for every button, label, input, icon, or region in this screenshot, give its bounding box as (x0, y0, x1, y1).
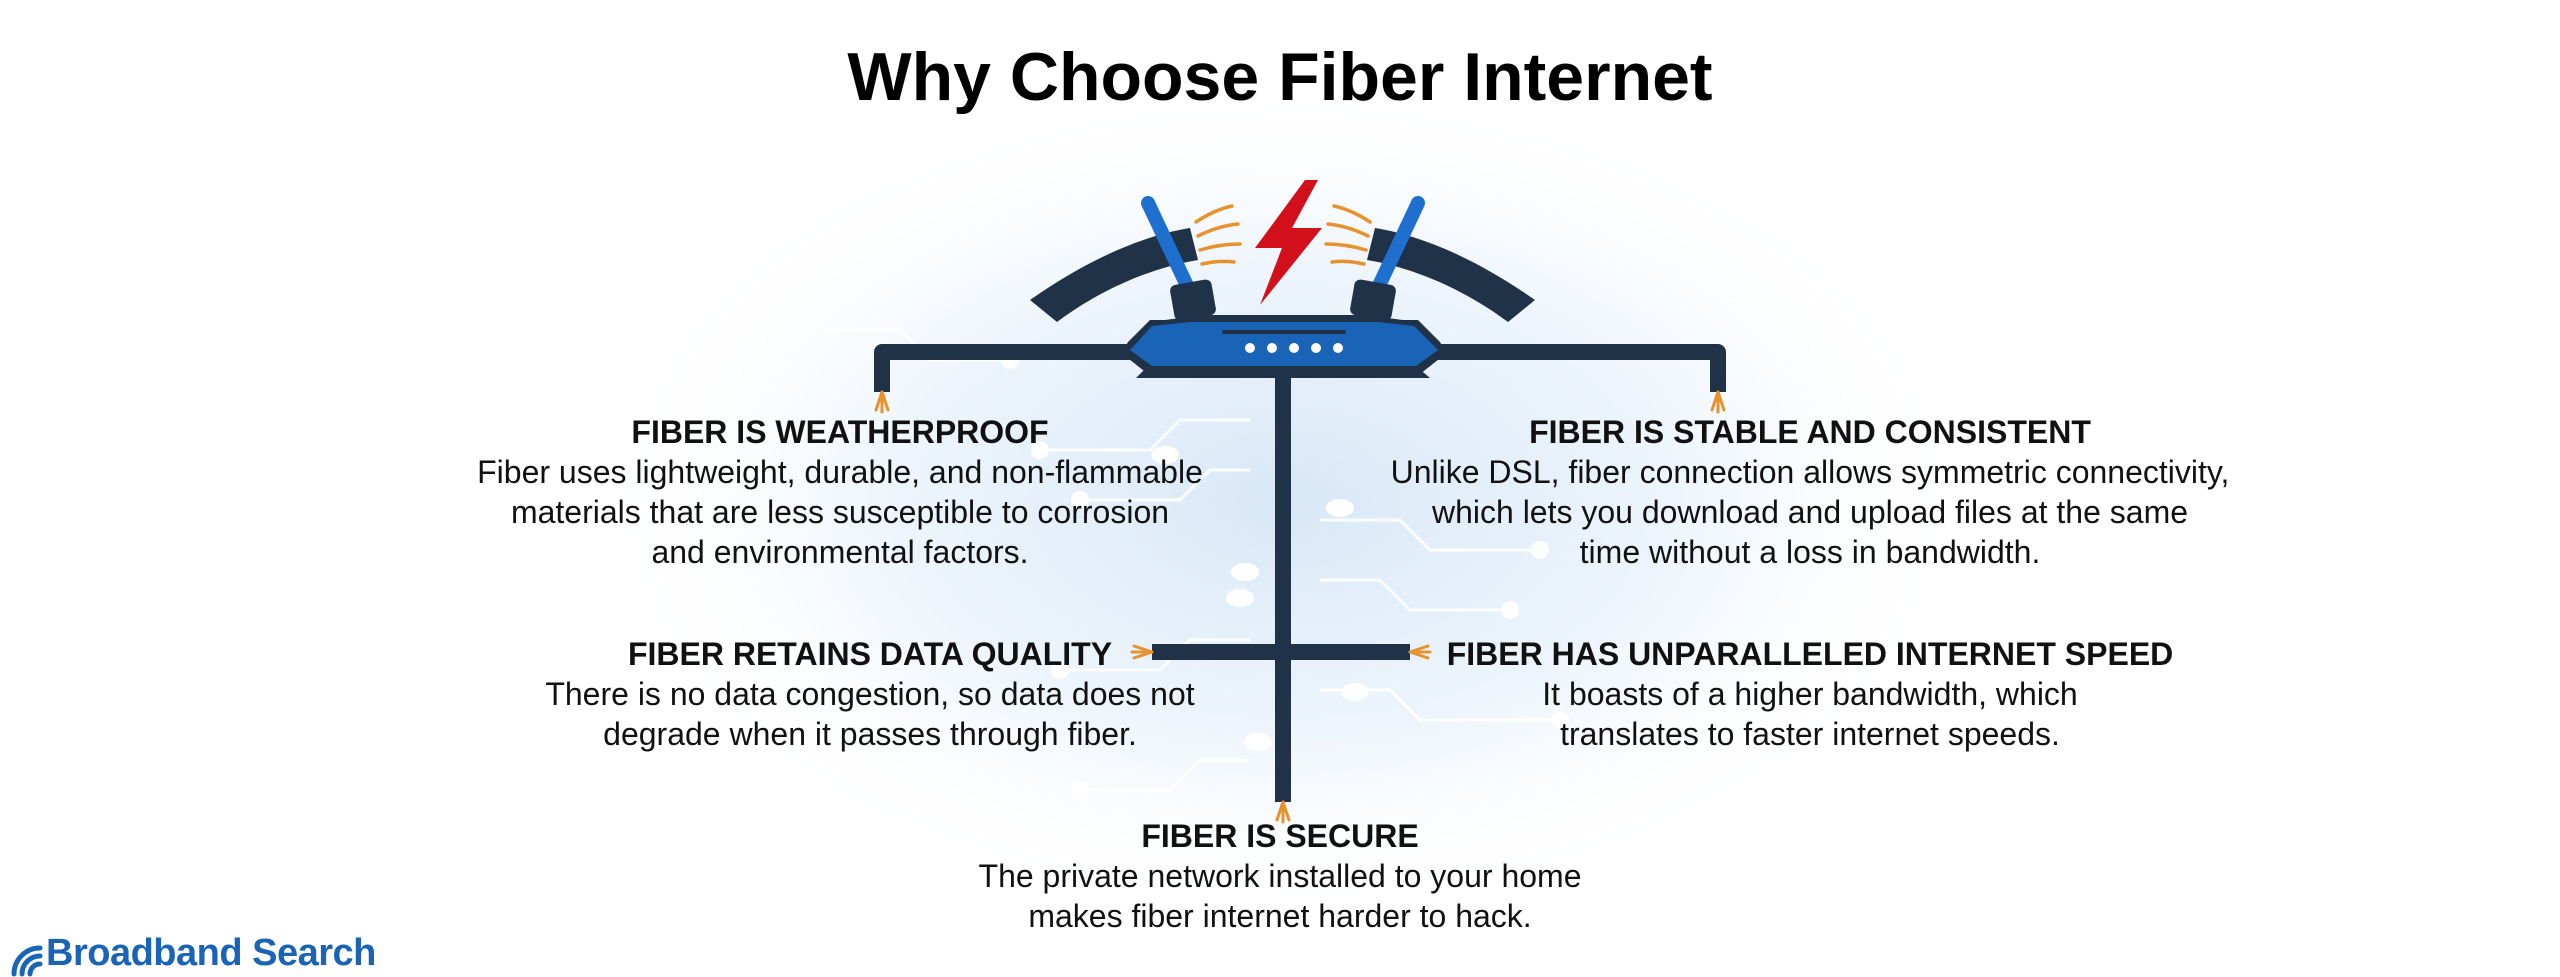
fiber-tip-weatherproof (874, 390, 890, 414)
benefit-heading: FIBER RETAINS DATA QUALITY (627, 636, 1113, 672)
fiber-tip-quality (1130, 644, 1154, 660)
benefit-speed: FIBER HAS UNPARALLELED INTERNET SPEED It… (1410, 634, 2210, 754)
cable-left (874, 344, 1130, 392)
benefit-quality: FIBER RETAINS DATA QUALITY There is no d… (480, 634, 1260, 754)
brand: Broadband Search (12, 931, 376, 974)
signal-arc-right (1367, 228, 1535, 322)
benefit-text-line: materials that are less susceptible to c… (510, 494, 1170, 530)
benefit-secure: FIBER IS SECURE The private network inst… (880, 816, 1680, 936)
benefit-text-line: translates to faster internet speeds. (1560, 716, 2060, 752)
benefit-text-line: Fiber uses lightweight, durable, and non… (477, 454, 1203, 490)
signal-arc-left (1030, 228, 1198, 322)
cable-right (1440, 344, 1726, 392)
fiber-cables (874, 344, 1726, 802)
router-antennas (1141, 196, 1425, 321)
signal-waves (1194, 204, 1372, 266)
benefit-heading: FIBER IS SECURE (1141, 818, 1419, 854)
benefit-heading: FIBER IS STABLE AND CONSISTENT (1529, 414, 2091, 450)
benefit-text-line: and environmental factors. (651, 534, 1029, 570)
brand-name: Broadband Search (46, 931, 376, 974)
benefit-text-line: time without a loss in bandwidth. (1579, 534, 2041, 570)
benefit-weatherproof: FIBER IS WEATHERPROOF Fiber uses lightwe… (410, 412, 1270, 572)
benefit-text-line: The private network installed to your ho… (978, 858, 1582, 894)
benefit-text-line: makes fiber internet harder to hack. (1028, 898, 1532, 934)
benefit-text-line: There is no data congestion, so data doe… (545, 676, 1195, 712)
page-title: Why Choose Fiber Internet (847, 39, 1713, 115)
lightning-bolt-icon (1255, 180, 1322, 305)
signal-arcs (1030, 228, 1535, 322)
brand-logo-mark (11, 945, 43, 977)
benefit-text-line: It boasts of a higher bandwidth, which (1542, 676, 2078, 712)
benefit-text-line: degrade when it passes through fiber. (603, 716, 1137, 752)
benefit-text-line: Unlike DSL, fiber connection allows symm… (1390, 454, 2230, 490)
fiber-tip-speed (1408, 644, 1432, 660)
fiber-tips (874, 390, 1726, 824)
benefit-heading: FIBER IS WEATHERPROOF (631, 414, 1049, 450)
fiber-tip-stable (1710, 390, 1726, 414)
benefit-text-line: which lets you download and upload files… (1431, 494, 2189, 530)
fiber-tip-secure (1275, 800, 1291, 824)
router (1118, 315, 1450, 378)
benefit-stable: FIBER IS STABLE AND CONSISTENT Unlike DS… (1340, 412, 2280, 572)
benefit-heading: FIBER HAS UNPARALLELED INTERNET SPEED (1446, 636, 2174, 672)
